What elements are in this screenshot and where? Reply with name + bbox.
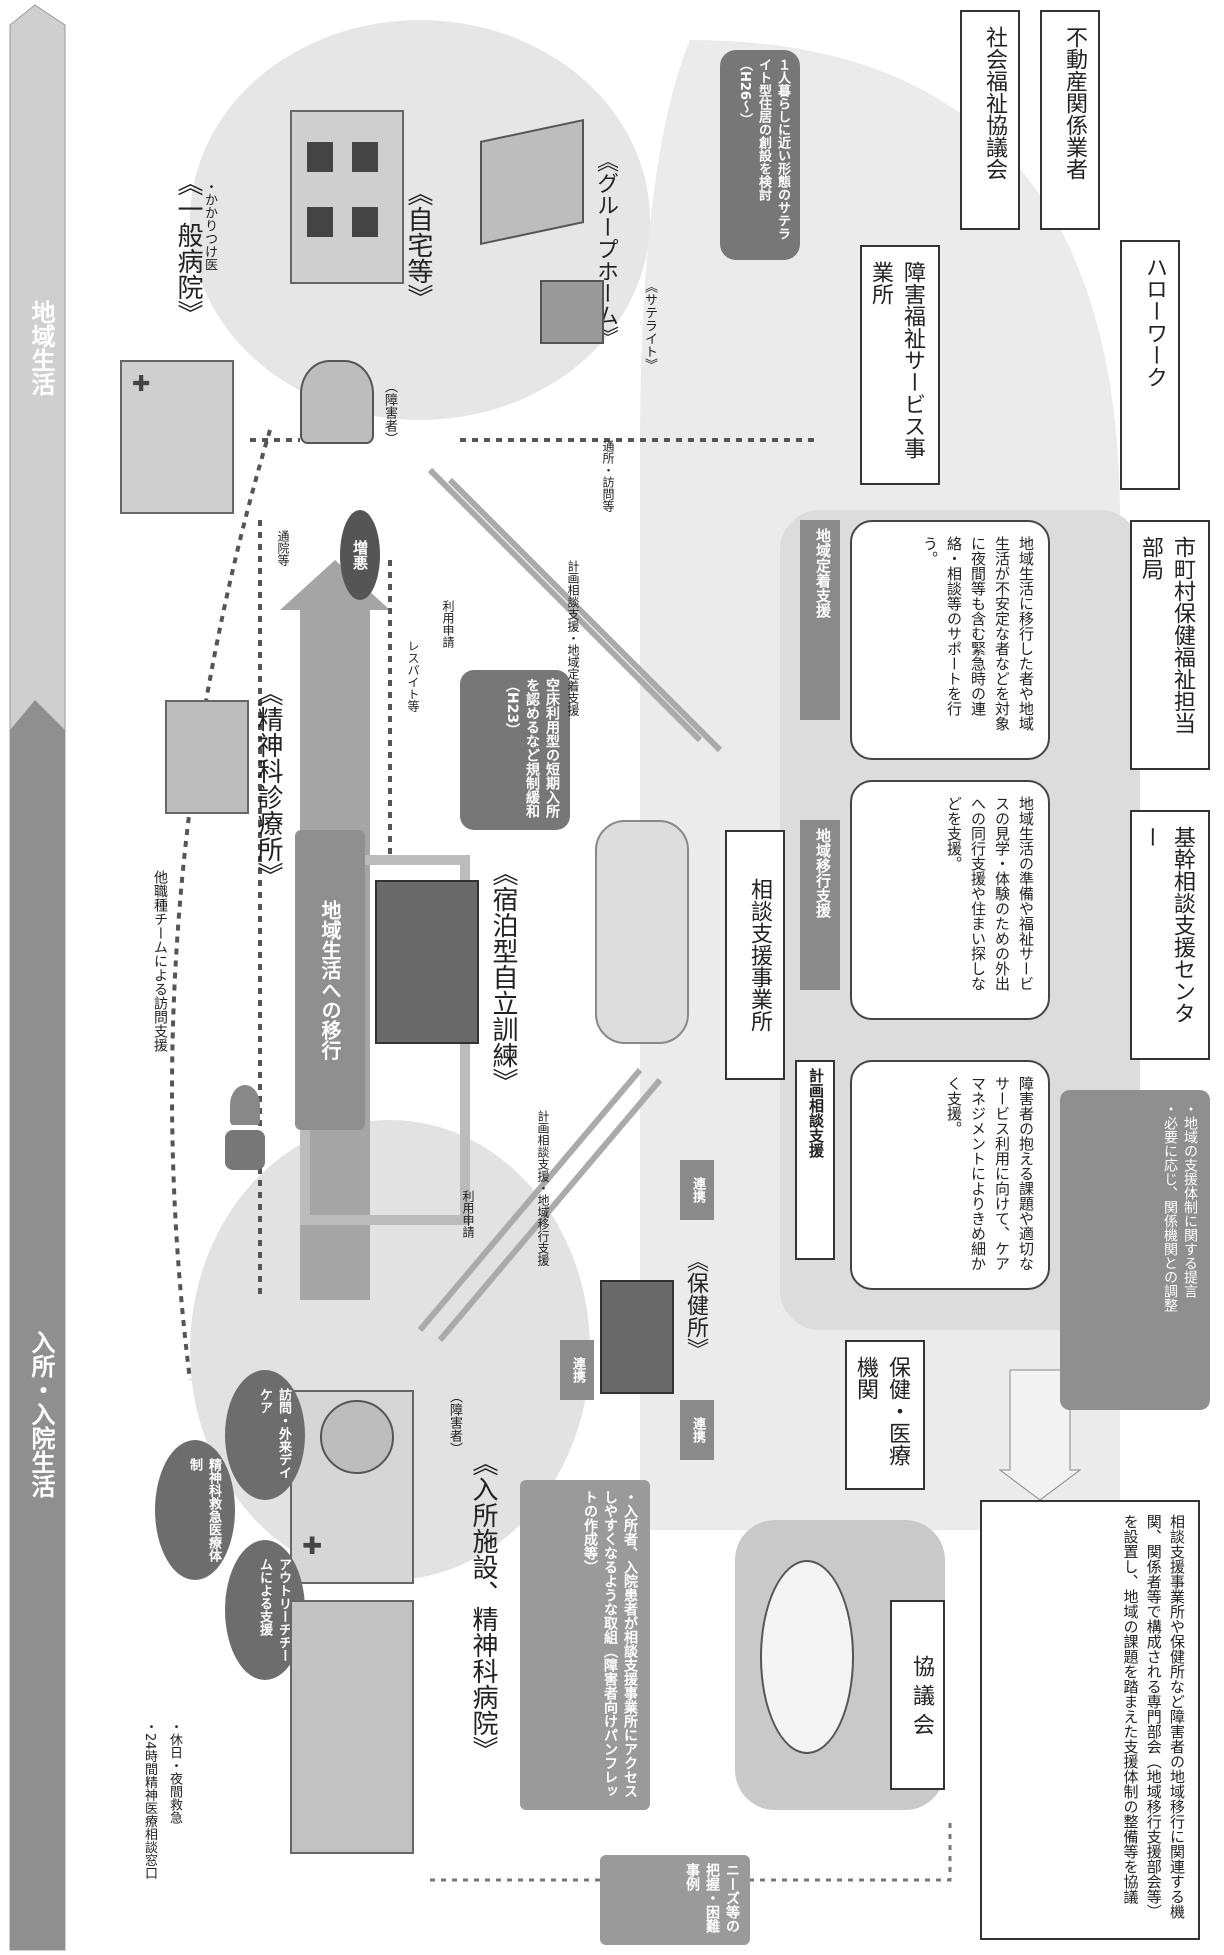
renkei-badge-3: 連携 xyxy=(680,1160,714,1220)
institution-person-label: （障害者） xyxy=(447,1390,462,1455)
satellite-label: 《サテライト》 xyxy=(642,280,657,371)
core-center-box: 基幹相談支援センター xyxy=(1130,810,1210,1060)
general-hospital-illustration: ✚ xyxy=(120,360,234,514)
commute-label: 通所・訪問等 xyxy=(601,440,615,512)
training-callout: 空床利用型の短期入所を認めるなど規制緩和（H23） xyxy=(460,670,570,830)
car-illustration xyxy=(595,820,689,1044)
needs-box: ニーズ等の把握・困難事例 xyxy=(600,1855,750,1945)
bubble-emergency: 精神科救急医療体制 xyxy=(155,1440,235,1580)
usage-apply-bottom: 利用申請 xyxy=(461,1190,475,1238)
renkei-badge-1: 連携 xyxy=(560,1340,594,1400)
council-box: 社会福祉協議会 xyxy=(960,10,1020,230)
health-center-title: 《保健所》 xyxy=(684,1250,709,1360)
grouphome-illustration xyxy=(480,118,584,246)
band-label-institution: 入所・入院生活 xyxy=(27,1330,55,1498)
home-person-label: （障害者） xyxy=(382,380,397,445)
institution-note: ・入所者、入院患者が相談支援事業所にアクセスしやすくなるような取組（障害者向けパ… xyxy=(520,1480,650,1810)
clinic-commute: 通院等 xyxy=(276,530,290,566)
respite-label: レスパイト等 xyxy=(406,640,420,712)
facility-illustration xyxy=(290,1600,414,1854)
welfare-office-box: 障害福祉サービス事業所 xyxy=(860,245,940,485)
worsen-badge: 増悪 xyxy=(340,510,380,600)
transition-support-tab: 地域移行支援 xyxy=(800,820,840,990)
renkei-badge-2: 連携 xyxy=(680,1400,714,1460)
person-institution-icon xyxy=(320,1400,394,1474)
meeting-table-illustration xyxy=(760,1560,854,1754)
training-title: 《宿泊型自立訓練》 xyxy=(489,860,518,1094)
municipal-box: 市町村保健福祉担当部局 xyxy=(1130,520,1210,770)
institution-title: 《入所施設、精神科病院》 xyxy=(469,1450,498,1762)
transition-label: 地域生活への移行 xyxy=(295,830,365,1130)
house-illustration xyxy=(290,110,404,284)
bubble-daycare: 訪問・外来デイケア xyxy=(225,1370,305,1500)
usage-apply-top: 利用申請 xyxy=(441,600,455,648)
kyogikai-title: 協 議 会 xyxy=(890,1600,945,1790)
outreach-label: 他職種チームによる訪問支援 xyxy=(152,870,168,1052)
hellowork-box: ハローワーク xyxy=(1120,240,1180,490)
person-community-icon xyxy=(300,360,374,444)
left-note-1: ・24時間精神医療相談窓口 xyxy=(142,1720,157,1880)
office-title: 相談支援事業所 xyxy=(725,830,785,1080)
band-label-community: 地域生活 xyxy=(27,300,55,396)
realtor-box: 不動産関係業者 xyxy=(1040,10,1100,230)
clinic-illustration xyxy=(165,700,249,814)
clinic-title: 《精神科診療所》 xyxy=(254,680,283,888)
plan-support-tab: 計画相談支援 xyxy=(795,1060,835,1260)
phone-icon xyxy=(225,1130,265,1170)
kyogikai-body: 相談支援事業所や保健所など障害者の地域移行に関連する機関、関係者等で構成される専… xyxy=(980,1500,1200,1940)
plan-support-body: 障害者の抱える課題や適切なサービス利用に向けて、ケアマネジメントによりきめ細かく… xyxy=(850,1060,1050,1290)
transition-support-body: 地域生活の準備や福祉サービスの見学・体験のための外出への同行支援や住まい探しなど… xyxy=(850,780,1050,1020)
satellite-illustration xyxy=(540,280,604,344)
left-note-2: ・休日・夜間救急 xyxy=(167,1720,182,1824)
satellite-callout: １人暮らしに近い形態のサテライト型住居の創設を検討（H26〜） xyxy=(720,50,800,260)
institution-illustration: ✚ xyxy=(290,1390,414,1584)
plan-support-top-arrow: 計画相談支援・地域定着支援 xyxy=(566,560,580,716)
staff-icon xyxy=(230,1085,260,1125)
general-hospital-sub: ・かかりつけ医 xyxy=(202,180,217,271)
home-title: 《自宅等》 xyxy=(404,180,433,310)
kyogikai-arrow-note: ・地域の支援体制に関する提言 ・必要に応じ、関係機関との調整 xyxy=(1060,1090,1210,1410)
general-hospital-title: 《一般病院》 xyxy=(174,170,203,326)
medical-box: 保健・医療機関 xyxy=(845,1340,925,1490)
settle-support-body: 地域生活に移行した者や地域生活が不安定な者などを対象に夜間等も含む緊急時の連絡・… xyxy=(850,520,1050,760)
training-illustration xyxy=(375,880,479,1044)
plan-support-bottom-arrow: 計画相談支援・地域移行支援 xyxy=(536,1110,550,1266)
health-center-illustration xyxy=(600,1280,674,1394)
settle-support-tab: 地域定着支援 xyxy=(800,520,840,720)
